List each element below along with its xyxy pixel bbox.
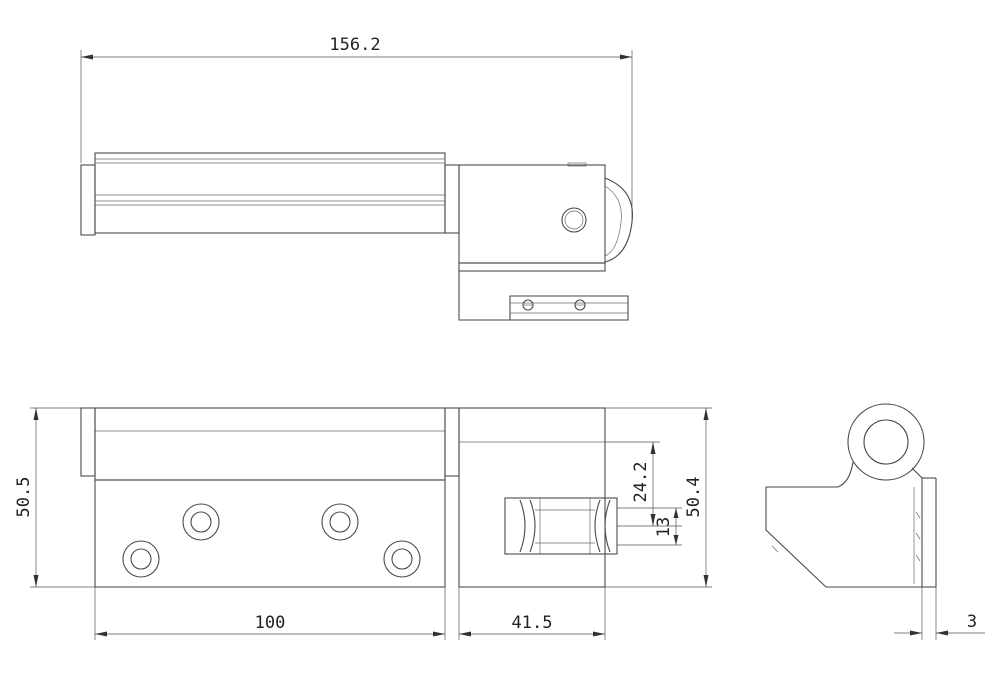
- top-view: [80, 152, 634, 321]
- dimension-body-height-label: 50.5: [14, 477, 34, 518]
- front-view: [80, 407, 618, 588]
- dimension-overall-length-label: 156.2: [329, 35, 380, 55]
- dimension-roller-offset: 24.2: [605, 441, 682, 527]
- dimension-leaf-width: 100: [94, 587, 446, 640]
- dimension-bracket-height: 50.4: [605, 407, 712, 588]
- side-view: [765, 403, 937, 588]
- dimension-overall-length: 156.2: [80, 35, 633, 222]
- dimension-bracket-height-label: 50.4: [684, 477, 704, 518]
- dimension-plate-thickness: 3: [894, 587, 985, 640]
- dimension-roller-offset-label: 24.2: [631, 462, 651, 503]
- dimension-body-height: 50.5: [14, 407, 95, 588]
- dimension-plate-thickness-label: 3: [967, 612, 977, 632]
- dimension-leaf-width-label: 100: [255, 613, 286, 633]
- dimension-roller-pitch-label: 13: [654, 517, 674, 537]
- screw-holes: [122, 503, 421, 578]
- dimension-roller-pitch: 13: [617, 507, 682, 546]
- dimension-bracket-width-label: 41.5: [512, 613, 553, 633]
- roller: [504, 497, 618, 555]
- dimension-bracket-width: 41.5: [458, 587, 606, 640]
